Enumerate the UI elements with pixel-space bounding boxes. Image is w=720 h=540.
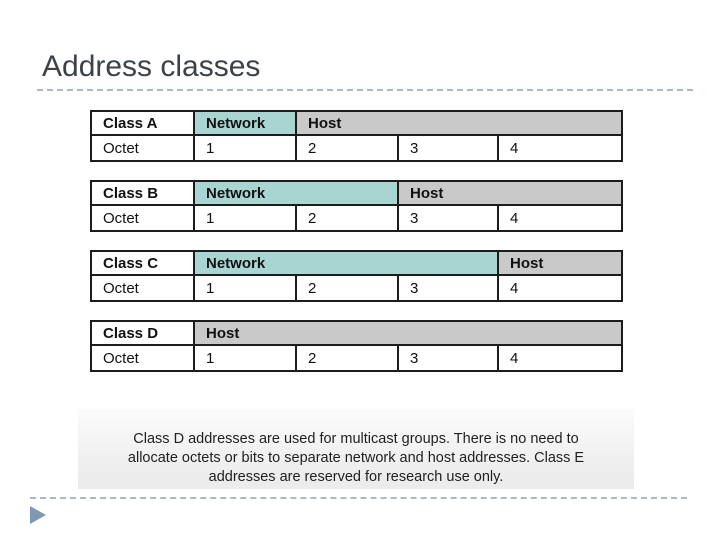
host-segment-cell: Host (397, 182, 621, 206)
octet-cell: 2 (295, 136, 397, 160)
caption-line: Class D addresses are used for multicast… (133, 431, 579, 447)
octet-cell: 4 (497, 136, 621, 160)
octet-label-cell: Octet (92, 346, 193, 370)
caption-line: allocate octets or bits to separate netw… (127, 450, 585, 466)
slide-title: Address classes (42, 50, 261, 83)
octet-label-cell: Octet (92, 276, 193, 300)
class-label-cell: Class C (92, 252, 193, 276)
octet-cell: 4 (497, 346, 621, 370)
octet-cell: 4 (497, 206, 621, 230)
class-label-cell: Class D (92, 322, 193, 346)
octet-cell: 2 (295, 346, 397, 370)
octet-cell: 3 (397, 346, 497, 370)
octet-cell: 3 (397, 136, 497, 160)
caption-line: addresses are reserved for research use … (208, 469, 504, 485)
host-segment-cell: Host (497, 252, 621, 276)
network-segment-cell: Network (193, 112, 295, 136)
host-segment-cell: Host (193, 322, 621, 346)
octet-label-cell: Octet (92, 206, 193, 230)
class-label-cell: Class A (92, 112, 193, 136)
octet-cell: 2 (295, 276, 397, 300)
host-segment-cell: Host (295, 112, 621, 136)
network-segment-cell: Network (193, 182, 397, 206)
octet-cell: 3 (397, 206, 497, 230)
octet-cell: 1 (193, 276, 295, 300)
title-divider (37, 89, 693, 91)
footer-divider (30, 497, 687, 499)
next-slide-arrow-icon (30, 506, 46, 524)
caption-panel: Class D addresses are used for multicast… (78, 409, 634, 489)
octet-cell: 1 (193, 136, 295, 160)
octet-cell: 4 (497, 276, 621, 300)
octet-label-cell: Octet (92, 136, 193, 160)
class-label-cell: Class B (92, 182, 193, 206)
octet-cell: 3 (397, 276, 497, 300)
octet-cell: 1 (193, 346, 295, 370)
octet-cell: 2 (295, 206, 397, 230)
octet-cell: 1 (193, 206, 295, 230)
network-segment-cell: Network (193, 252, 497, 276)
